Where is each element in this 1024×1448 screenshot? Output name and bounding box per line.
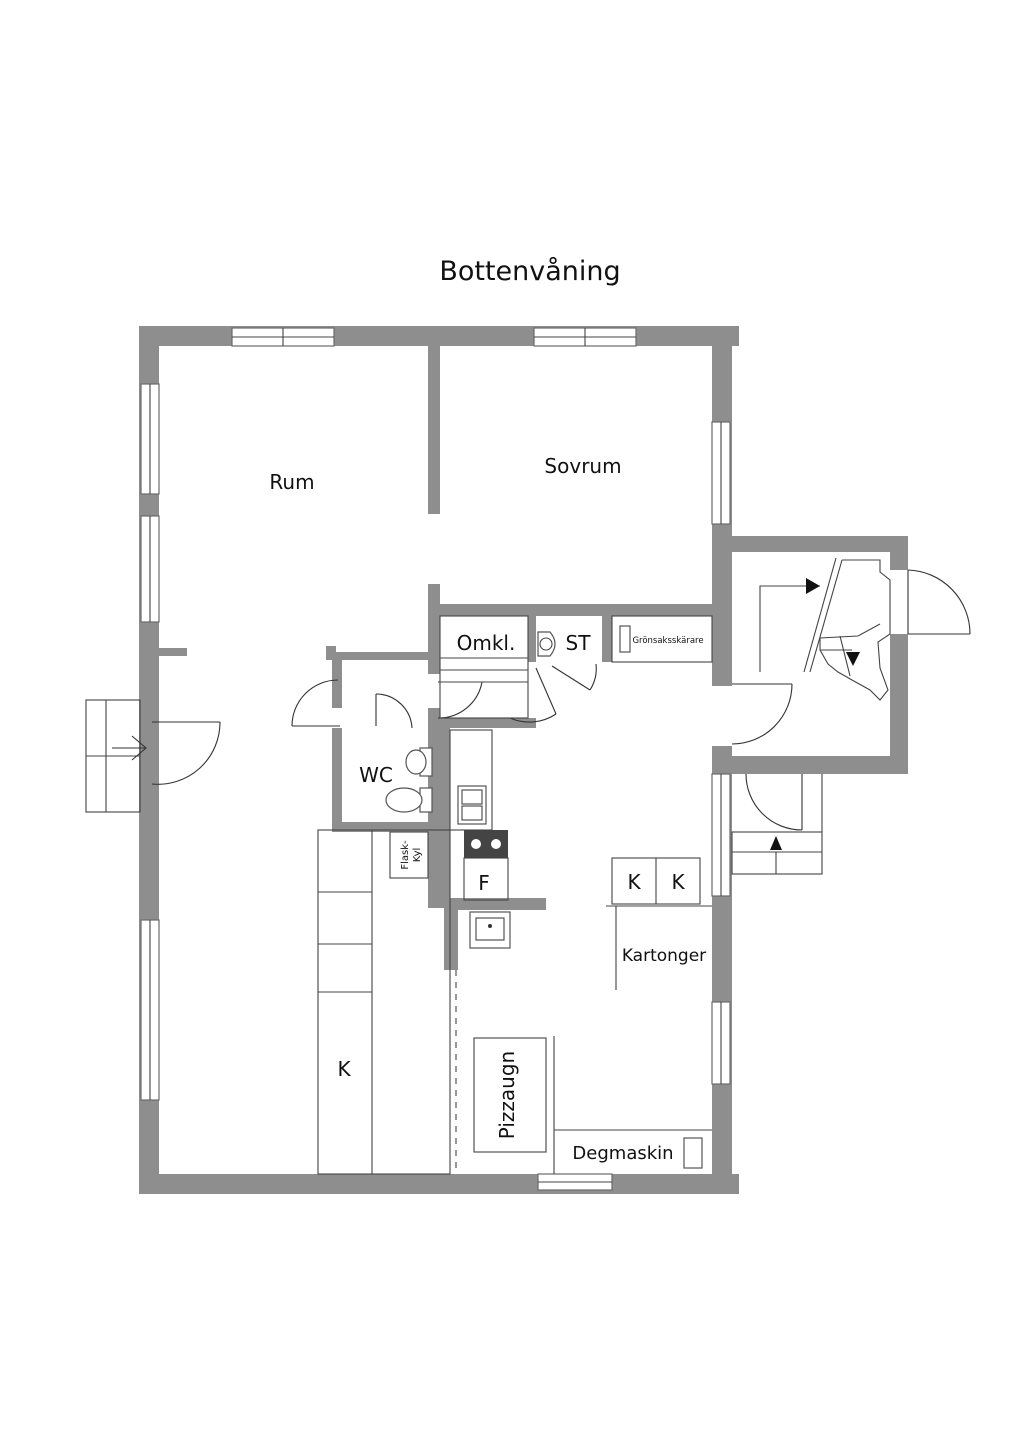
label-sovrum: Sovrum — [544, 454, 621, 478]
label-kartonger: Kartonger — [622, 946, 706, 966]
st-sink-icon — [537, 631, 556, 657]
outer-walls — [139, 326, 908, 1194]
lower-stair-arrow-icon — [770, 836, 782, 850]
label-k-right: K — [671, 870, 685, 894]
label-pizzaugn: Pizzaugn — [495, 1051, 519, 1139]
stove-icon — [464, 830, 508, 858]
windows — [140, 327, 731, 1191]
stair-arrow-icon-2 — [846, 652, 860, 666]
stair-arrow-icon — [806, 578, 820, 594]
label-omkl: Omkl. — [457, 631, 516, 655]
label-st: ST — [566, 631, 592, 655]
label-gronsaksskarare: Grönsaksskärare — [632, 636, 703, 646]
fixtures — [317, 615, 713, 1175]
label-k-left: K — [627, 870, 641, 894]
room-labels: Rum Sovrum Omkl. ST Grönsaksskärare WC F… — [269, 454, 706, 1164]
kitchen-sink-icon — [457, 785, 487, 825]
plan-title: Bottenvåning — [439, 256, 620, 287]
label-wc: WC — [359, 763, 393, 787]
label-f: F — [478, 871, 490, 895]
label-flask: Flask- — [400, 840, 411, 870]
omkl-lockers — [439, 615, 529, 719]
staircase — [731, 557, 891, 875]
wc-basin-icon — [405, 749, 427, 775]
label-kyl: Kyl — [412, 848, 423, 863]
toilet-icon — [385, 787, 423, 813]
label-k-large: K — [337, 1057, 351, 1081]
label-rum: Rum — [269, 470, 314, 494]
left-entrance-steps — [85, 699, 147, 813]
label-degmaskin: Degmaskin — [572, 1143, 673, 1164]
